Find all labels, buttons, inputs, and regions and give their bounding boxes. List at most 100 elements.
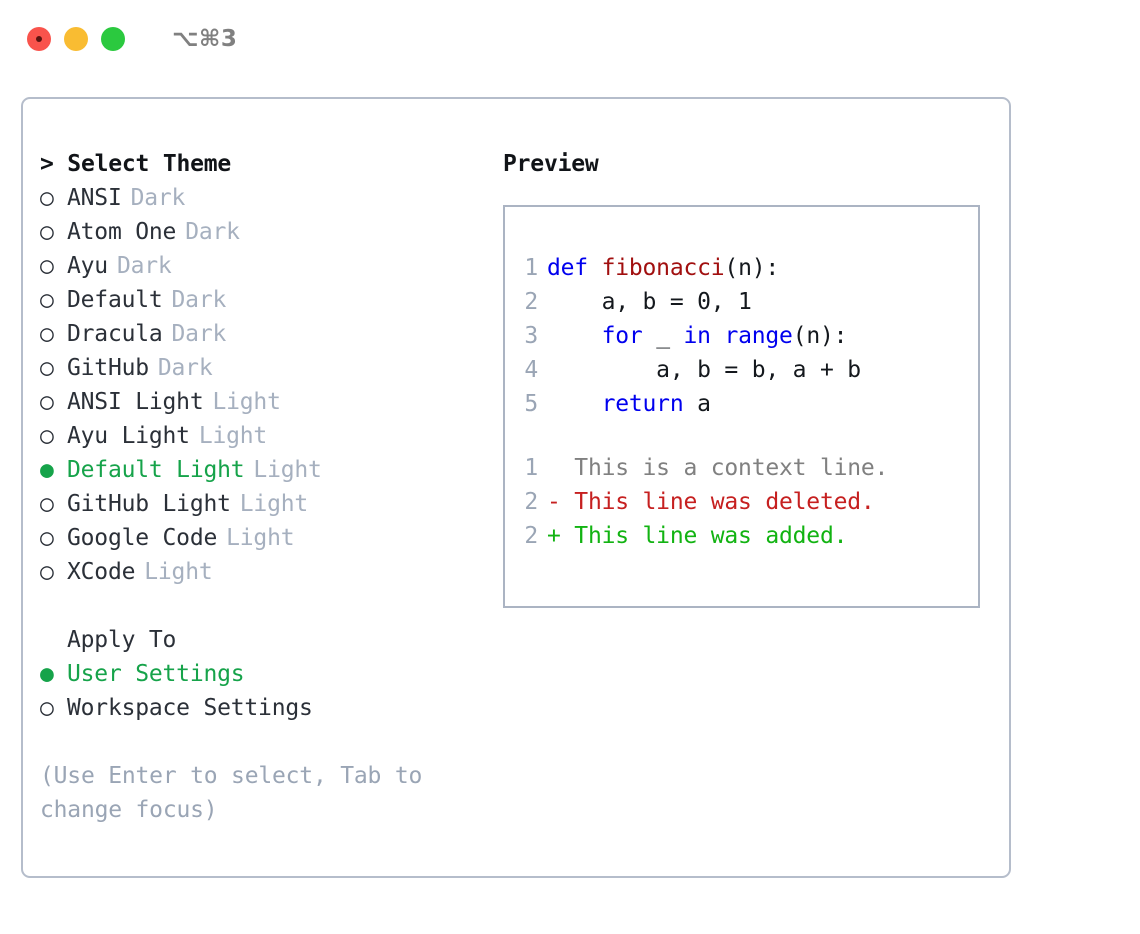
diff-line: 2 + This line was added. — [505, 519, 978, 553]
code-token: def — [547, 255, 602, 281]
code-token — [547, 323, 602, 349]
traffic-light-buttons — [27, 27, 125, 51]
theme-list-item[interactable]: ○ Google Code Light — [40, 521, 493, 555]
theme-name: XCode — [67, 559, 136, 585]
code-line: 1 def fibonacci(n): — [505, 251, 978, 285]
theme-name: GitHub Light — [67, 491, 231, 517]
diff-text: This is a context line. — [547, 455, 889, 481]
diff-text: + This line was added. — [547, 523, 848, 549]
theme-list-item[interactable]: ○ XCode Light — [40, 555, 493, 589]
theme-variant-badge: Light — [198, 423, 268, 449]
diff-line: 2 - This line was deleted. — [505, 485, 978, 519]
theme-name: Ayu — [67, 253, 108, 279]
theme-list-item[interactable]: ○ ANSI Dark — [40, 181, 493, 215]
theme-variant-badge: Dark — [157, 355, 213, 381]
theme-variant-badge: Dark — [171, 287, 227, 313]
code-text: for _ in range(n): — [547, 319, 848, 353]
close-button[interactable] — [27, 27, 51, 51]
radio-unselected-icon[interactable]: ○ — [40, 287, 54, 313]
minimize-button[interactable] — [64, 27, 88, 51]
preview-gap — [505, 421, 978, 451]
apply-to-options[interactable]: ●User Settings ○ Workspace Settings — [40, 657, 493, 725]
radio-unselected-icon[interactable]: ○ — [40, 491, 54, 517]
radio-unselected-icon[interactable]: ○ — [40, 423, 54, 449]
code-token: a — [683, 391, 711, 417]
line-number: 3 — [524, 323, 538, 349]
radio-unselected-icon[interactable]: ○ — [40, 559, 54, 585]
apply-to-heading: Apply To — [67, 627, 177, 653]
apply-to-label: Workspace Settings — [67, 695, 313, 721]
radio-selected-icon[interactable]: ● — [40, 661, 54, 687]
code-token: (n): — [724, 255, 780, 281]
theme-variant-badge: Dark — [130, 185, 186, 211]
line-number: 2 — [524, 523, 538, 549]
code-line: 3 for _ in range(n): — [505, 319, 978, 353]
line-number: 2 — [524, 289, 538, 315]
theme-list-item[interactable]: ○ Default Dark — [40, 283, 493, 317]
theme-variant-badge: Dark — [171, 321, 227, 347]
radio-unselected-icon[interactable]: ○ — [40, 525, 54, 551]
keyboard-shortcut-label: ⌥⌘3 — [172, 26, 238, 52]
code-line: 4 a, b = b, a + b — [505, 353, 978, 387]
radio-unselected-icon[interactable]: ○ — [40, 695, 54, 721]
code-text: a, b = 0, 1 — [547, 285, 752, 319]
apply-to-option[interactable]: ●User Settings — [40, 657, 493, 691]
apply-to-option[interactable]: ○ Workspace Settings — [40, 691, 493, 725]
radio-unselected-icon[interactable]: ○ — [40, 219, 54, 245]
theme-name: Atom One — [67, 219, 177, 245]
theme-list-item[interactable]: ○ GitHub Dark — [40, 351, 493, 385]
radio-unselected-icon[interactable]: ○ — [40, 321, 54, 347]
line-number: 1 — [524, 455, 538, 481]
theme-name: GitHub — [67, 355, 149, 381]
code-token: a, b = b, a + b — [547, 357, 861, 383]
code-token: _ — [642, 323, 684, 349]
theme-name: Google Code — [67, 525, 218, 551]
theme-list-item[interactable]: ○ Ayu Light Light — [40, 419, 493, 453]
code-text: return a — [547, 387, 711, 421]
radio-unselected-icon[interactable]: ○ — [40, 253, 54, 279]
radio-unselected-icon[interactable]: ○ — [40, 355, 54, 381]
preview-heading: Preview — [503, 151, 599, 177]
theme-name: Default Light — [67, 457, 245, 483]
list-gap — [40, 589, 493, 623]
radio-unselected-icon[interactable]: ○ — [40, 185, 54, 211]
theme-variant-badge: Light — [144, 559, 213, 585]
line-number: 2 — [524, 489, 538, 515]
theme-name: Ayu Light — [67, 423, 190, 449]
theme-variant-badge: Light — [226, 525, 295, 551]
code-line: 2 a, b = 0, 1 — [505, 285, 978, 319]
line-number: 1 — [524, 255, 538, 281]
code-line: 5 return a — [505, 387, 978, 421]
diff-sample: 1 This is a context line. 2 - This line wa… — [505, 451, 978, 553]
theme-name: Dracula — [67, 321, 163, 347]
keyboard-hint: (Use Enter to select, Tab to change focu… — [40, 763, 423, 823]
radio-selected-icon[interactable]: ● — [40, 457, 54, 483]
code-text: a, b = b, a + b — [547, 353, 861, 387]
theme-name: Default — [67, 287, 163, 313]
theme-variant-badge: Light — [212, 389, 281, 415]
theme-list-item[interactable]: ○ ANSI Light Light — [40, 385, 493, 419]
code-token: return — [601, 391, 684, 417]
code-token: for — [601, 323, 643, 349]
code-token: (n): — [792, 323, 848, 349]
radio-unselected-icon[interactable]: ○ — [40, 389, 54, 415]
select-theme-heading: > Select Theme — [40, 151, 232, 177]
theme-list-item[interactable]: ○ Dracula Dark — [40, 317, 493, 351]
maximize-button[interactable] — [101, 27, 125, 51]
theme-name: ANSI — [67, 185, 122, 211]
line-number: 4 — [524, 357, 538, 383]
code-text: def fibonacci(n): — [547, 251, 779, 285]
code-token — [547, 391, 602, 417]
line-number: 5 — [524, 391, 538, 417]
diff-text: - This line was deleted. — [547, 489, 875, 515]
theme-name: ANSI Light — [67, 389, 204, 415]
